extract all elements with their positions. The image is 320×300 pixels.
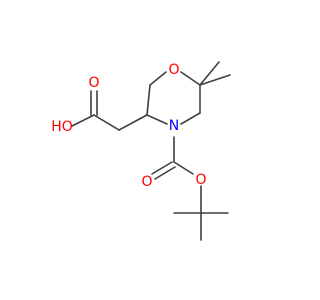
- bond-c6-methyl-a: [199, 61, 220, 86]
- acid-carbonyl-oxygen-label: O: [88, 75, 99, 91]
- bond-ch2-cooh: [93, 114, 120, 131]
- boc-ester-oxygen-label: O: [195, 172, 206, 188]
- bond-carbamate-o-double-b: [154, 166, 176, 180]
- structure-svg: O N O HO O O: [51, 61, 231, 241]
- ring-oxygen-label: O: [168, 62, 179, 78]
- bond-c3-c2: [146, 84, 151, 116]
- bond-cooh-oh: [71, 114, 95, 127]
- bond-c3-ch2: [118, 114, 148, 131]
- acid-hydroxyl-label: HO: [51, 119, 73, 135]
- bond-carbamate-o-ester: [173, 161, 194, 175]
- bond-carbamate-o-double-a: [151, 161, 173, 175]
- molecule-diagram: O N O HO O O: [51, 61, 231, 241]
- bond-n4-c3: [146, 114, 168, 125]
- bond-o1-c6: [180, 71, 201, 86]
- ring-nitrogen-label: N: [169, 118, 179, 134]
- bond-c6-methyl-b: [199, 74, 231, 86]
- boc-carbonyl-oxygen-label: O: [141, 174, 152, 190]
- bond-c5-n4: [180, 112, 201, 125]
- bond-c2-o1: [149, 71, 167, 86]
